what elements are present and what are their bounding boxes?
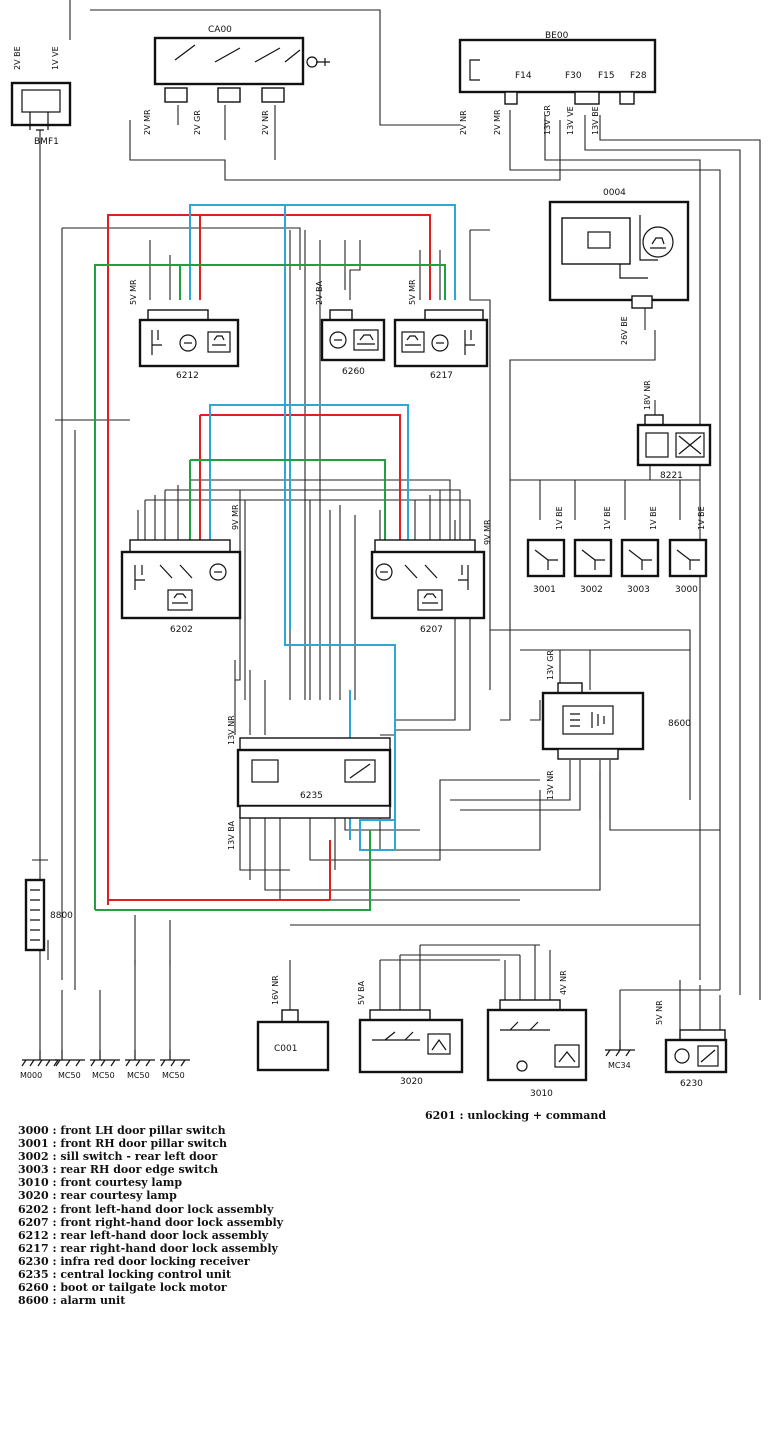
3010-front-courtesy-lamp: 3010 4V NR [486,970,588,1099]
0004-instrument-panel: 0004 26V BE [548,188,690,345]
connector-label: 6260 [342,367,365,377]
connector-label: 8221 [660,471,683,481]
legend-item: 3003 : rear RH door edge switch [18,1163,219,1177]
wire-label: 5V NR [655,1000,664,1025]
wire-label: 2V BE [13,46,22,70]
legend: 3000 : front LH door pillar switch 3001 … [18,1124,283,1307]
wire-label: 13V GR [546,650,555,680]
door-switches: 3001 1V BE 3002 1V BE 3003 1V BE 3000 1V… [526,506,708,595]
legend-item: 3002 : sill switch - rear left door [18,1150,218,1164]
legend-item: 6202 : front left-hand door lock assembl… [18,1202,274,1216]
ca00-ignition-switch: CA00 2V MR 2V GR 2V NR [143,25,330,135]
connector-label: 8600 [668,719,691,729]
wire-label: 4V NR [559,970,568,995]
wire-label: 13V GR [543,105,552,135]
connector-label: BE00 [545,31,569,41]
legend-item: 3001 : front RH door pillar switch [18,1137,228,1151]
wire-label: 5V MR [408,279,417,305]
connector-label: 6217 [430,371,453,381]
wire-label: 1V BE [603,506,612,530]
c001-diagnostic-socket: C001 16V NR [256,975,330,1072]
wiring-diagram: 2V BE 1V VE BMF1 CA00 2V MR 2V GR 2V NR … [10,0,761,1099]
fuse-f30: F30 [565,71,582,81]
wire-label: 2V NR [459,110,468,135]
6217-rear-right-lock: 6217 5V MR [393,279,489,381]
wire-label: 5V MR [129,279,138,305]
wire-label: 9V MR [483,519,492,545]
wire-label: 26V BE [620,316,629,345]
3020-rear-courtesy-lamp: 3020 5V BA [357,980,464,1087]
wire-label: 18V NR [643,380,652,410]
legend-item: 6207 : front right-hand door lock assemb… [18,1215,284,1229]
8600-alarm-unit: 8600 13V GR 13V NR [541,650,691,800]
6230-ir-receiver: 6230 5V NR [655,1000,728,1089]
connector-label: 3020 [400,1077,423,1087]
connector-label: 3003 [627,585,650,595]
connector-label: 6230 [680,1079,703,1089]
6235-central-locking-ecu: 6235 13V NR 13V BA [227,715,392,850]
wire-label: 2V NR [261,110,270,135]
wire-label: 2V GR [193,110,202,135]
wire-label: 2V MR [493,109,502,135]
ground-label: MC34 [608,1061,631,1070]
wire-label: 13V BA [227,820,236,850]
coloured-wiring [94,204,456,911]
6260-boot-lock-motor: 6260 2V BA [315,280,386,377]
ground-label: MC50 [162,1071,185,1080]
fuse-f14: F14 [515,71,532,81]
wire-label: 1V BE [649,506,658,530]
black-wiring [32,0,761,1050]
ground-label: MC50 [127,1071,150,1080]
wire-label: 1V BE [555,506,564,530]
legend-item: 3000 : front LH door pillar switch [18,1124,226,1137]
8221-connector: 8221 18V NR [636,380,712,481]
connector-label: 3010 [530,1089,553,1099]
legend-item: 6217 : rear right-hand door lock assembl… [18,1241,278,1255]
connector-label: 0004 [603,188,626,198]
legend-item: 6260 : boot or tailgate lock motor [18,1281,227,1295]
wire-label: 16V NR [271,975,280,1005]
wire-label: 1V BE [697,506,706,530]
be00-fuse-box: F14 F30 F15 F28 BE00 2V NR 2V MR 13V GR … [458,31,657,135]
connector-label: 6207 [420,625,443,635]
8800-diode-pack: 8800 [24,878,73,952]
fuse-f15: F15 [598,71,615,81]
6212-rear-left-lock: 6212 5V MR [129,279,240,381]
ground-label: M000 [20,1071,42,1080]
legend-item: 6212 : rear left-hand door lock assembly [18,1228,269,1242]
connector-label: 6235 [300,791,323,801]
ground-points: M000 MC50 MC50 MC50 MC50 MC34 [20,1040,635,1080]
connector-label: BMF1 [34,137,59,147]
wire-label: 2V BA [315,280,324,305]
wire-label: 13V VE [566,106,575,135]
6202-front-left-lock: 6202 9V MR [120,504,242,635]
legend-item: 3020 : rear courtesy lamp [18,1189,177,1203]
connector-label: 3001 [533,585,556,595]
legend-item: 6235 : central locking control unit [18,1268,232,1282]
connector-label: 8800 [50,911,73,921]
ground-label: MC50 [58,1071,81,1080]
wire-label: 1V VE [51,46,60,70]
connector-label: 3000 [675,585,698,595]
bmf1-connector: 2V BE 1V VE BMF1 [10,46,72,147]
wire-label: 5V BA [357,980,366,1005]
legend-item: 8600 : alarm unit [18,1294,126,1308]
wire-label: 13V BE [591,106,600,135]
legend-item: 3010 : front courtesy lamp [18,1176,183,1190]
connector-label: C001 [274,1044,297,1054]
ground-label: MC50 [92,1071,115,1080]
connector-label: 3002 [580,585,603,595]
fuse-f28: F28 [630,71,647,81]
connector-label: 6202 [170,625,193,635]
connector-label: 6212 [176,371,199,381]
connector-label: CA00 [208,25,232,35]
wire-label: 13V NR [546,770,555,800]
note-6201: 6201 : unlocking + command [425,1109,607,1122]
6207-front-right-lock: 6207 9V MR [370,519,492,635]
wire-label: 2V MR [143,109,152,135]
wire-label: 13V NR [227,715,236,745]
wire-label: 9V MR [231,504,240,530]
legend-item: 6230 : infra red door locking receiver [18,1254,250,1268]
